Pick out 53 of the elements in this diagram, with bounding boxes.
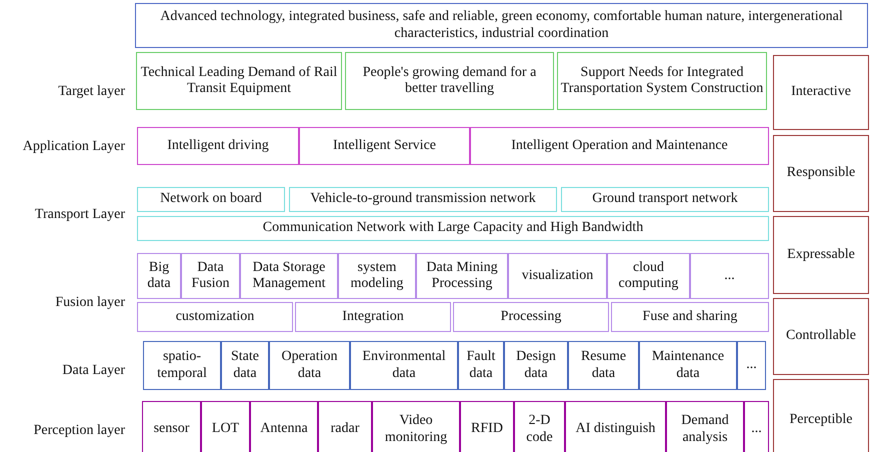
layer-item-box: Big data	[137, 253, 181, 299]
layer-item-box: Video monitoring	[372, 401, 460, 452]
layer-item-box: Antenna	[250, 401, 318, 452]
layer-item-box: Design data	[504, 341, 568, 390]
layer-item-box: system modeling	[338, 253, 416, 299]
layer-item-box: Technical Leading Demand of Rail Transit Equipment	[136, 52, 342, 110]
property-box: Expressable	[773, 216, 869, 294]
goal-box: Advanced technology, integrated business, safe and reliable, green economy, comfortable human nature, intergenerational characteristics, industrial coordination	[135, 3, 868, 48]
layer-item-box: Data Storage Management	[240, 253, 338, 299]
layer-item-box: Processing	[453, 302, 609, 332]
layer-item-box: Fuse and sharing	[611, 302, 769, 332]
layer-item-box: spatio-temporal	[143, 341, 221, 390]
layer-item-box: Data Fusion	[181, 253, 240, 299]
layer-item-box: LOT	[201, 401, 250, 452]
layer-item-box: ...	[690, 253, 769, 299]
layer-item-box: 2-D code	[514, 401, 565, 452]
layer-item-box: Support Needs for Integrated Transportation System Construction	[557, 52, 767, 110]
layer-item-box: AI distinguish	[565, 401, 666, 452]
layer-item-box: cloud computing	[607, 253, 690, 299]
layer-item-box: Fault data	[458, 341, 504, 390]
layer-item-box: ...	[744, 401, 769, 452]
layer-label: Transport Layer	[34, 207, 125, 223]
layer-item-box: Operation data	[269, 341, 350, 390]
layer-item-box: State data	[221, 341, 269, 390]
layer-label: Application Layer	[22, 139, 125, 155]
layer-label: Data Layer	[61, 363, 125, 379]
layer-item-box: Data Mining Processing	[416, 253, 508, 299]
layer-item-box: radar	[318, 401, 372, 452]
property-box: Responsible	[773, 135, 869, 212]
layer-label: Fusion layer	[54, 295, 125, 311]
property-box: Interactive	[773, 55, 869, 130]
layer-label: Perception layer	[32, 423, 125, 439]
layer-item-box: Integration	[295, 302, 451, 332]
layer-item-box: customization	[137, 302, 293, 332]
layer-item-box: Network on board	[137, 187, 285, 212]
layer-item-box: Intelligent driving	[137, 127, 299, 165]
property-box: Controllable	[773, 298, 869, 375]
layer-item-box: Intelligent Service	[299, 127, 470, 165]
layer-item-box: Communication Network with Large Capacity and High Bandwidth	[137, 216, 769, 241]
layer-item-box: Resume data	[568, 341, 639, 390]
layer-item-box: visualization	[508, 253, 607, 299]
layer-item-box: Maintenance data	[639, 341, 737, 390]
layer-item-box: Intelligent Operation and Maintenance	[470, 127, 769, 165]
layer-item-box: Demand analysis	[666, 401, 744, 452]
layer-item-box: ...	[737, 341, 766, 390]
layer-item-box: Ground transport network	[561, 187, 769, 212]
property-box: Perceptible	[773, 379, 869, 452]
layer-item-box: Vehicle-to-ground transmission network	[289, 187, 557, 212]
layer-item-box: RFID	[460, 401, 514, 452]
layer-label: Target layer	[57, 84, 125, 100]
layer-item-box: People's growing demand for a better travelling	[345, 52, 554, 110]
layer-item-box: sensor	[142, 401, 201, 452]
layer-item-box: Environmental data	[350, 341, 458, 390]
